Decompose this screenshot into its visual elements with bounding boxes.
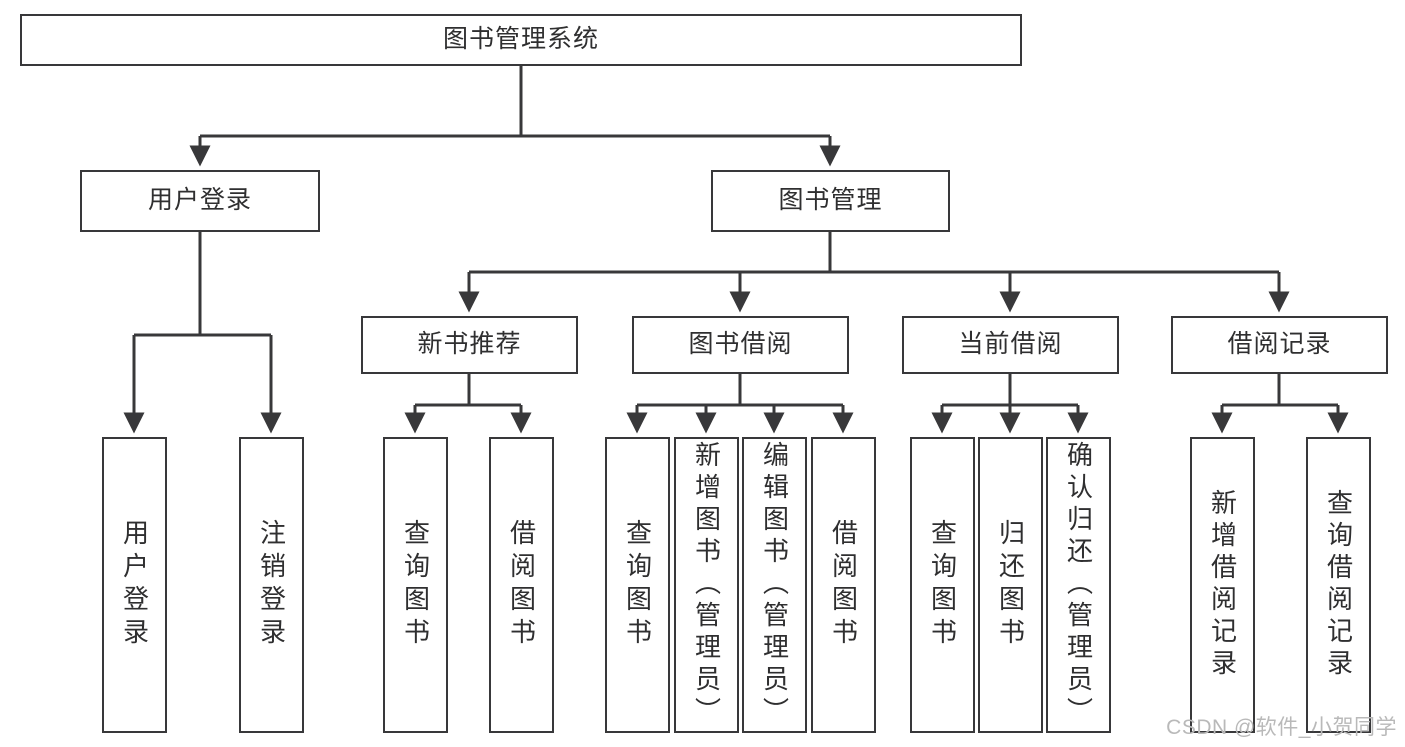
node-label: 图书管理系统 — [442, 25, 599, 54]
node-current-borrow[interactable]: 当前借阅 — [902, 316, 1119, 374]
node-label: 新增图书（管理员） — [691, 441, 722, 729]
node-label: 图书借阅 — [688, 330, 793, 359]
node-label: 查询图书 — [927, 519, 958, 651]
leaf-query-book-recommend[interactable]: 查询图书 — [383, 437, 448, 733]
watermark: CSDN @软件_小贺同学 — [1166, 716, 1397, 739]
leaf-add-book-admin[interactable]: 新增图书（管理员） — [674, 437, 739, 733]
node-label: 归还图书 — [995, 519, 1026, 651]
node-book-borrow[interactable]: 图书借阅 — [632, 316, 849, 374]
leaf-query-borrow-record[interactable]: 查询借阅记录 — [1306, 437, 1371, 733]
node-label: 用户登录 — [147, 186, 252, 215]
node-label: 查询图书 — [400, 519, 431, 651]
node-label: 用户登录 — [119, 519, 150, 651]
node-label: 确认归还（管理员） — [1063, 441, 1094, 729]
node-root-system[interactable]: 图书管理系统 — [20, 14, 1022, 66]
node-label: 借阅图书 — [506, 519, 537, 651]
node-new-book-recommend[interactable]: 新书推荐 — [361, 316, 578, 374]
leaf-borrow-book-recommend[interactable]: 借阅图书 — [489, 437, 554, 733]
node-label: 查询图书 — [622, 519, 653, 651]
node-user-login[interactable]: 用户登录 — [80, 170, 320, 232]
node-label: 查询借阅记录 — [1323, 489, 1354, 681]
leaf-logout[interactable]: 注销登录 — [239, 437, 304, 733]
leaf-return-book[interactable]: 归还图书 — [978, 437, 1043, 733]
node-label: 新增借阅记录 — [1207, 489, 1238, 681]
node-borrow-record[interactable]: 借阅记录 — [1171, 316, 1388, 374]
leaf-confirm-return-admin[interactable]: 确认归还（管理员） — [1046, 437, 1111, 733]
node-label: 编辑图书（管理员） — [759, 441, 790, 729]
node-label: 借阅记录 — [1227, 330, 1332, 359]
leaf-add-borrow-record[interactable]: 新增借阅记录 — [1190, 437, 1255, 733]
node-label: 借阅图书 — [828, 519, 859, 651]
node-label: 注销登录 — [256, 519, 287, 651]
node-label: 当前借阅 — [958, 330, 1063, 359]
leaf-borrow-book[interactable]: 借阅图书 — [811, 437, 876, 733]
leaf-user-login[interactable]: 用户登录 — [102, 437, 167, 733]
node-label: 新书推荐 — [417, 330, 522, 359]
leaf-query-book-borrow[interactable]: 查询图书 — [605, 437, 670, 733]
node-label: 图书管理 — [778, 186, 883, 215]
leaf-query-book-current[interactable]: 查询图书 — [910, 437, 975, 733]
node-book-management[interactable]: 图书管理 — [711, 170, 950, 232]
leaf-edit-book-admin[interactable]: 编辑图书（管理员） — [742, 437, 807, 733]
